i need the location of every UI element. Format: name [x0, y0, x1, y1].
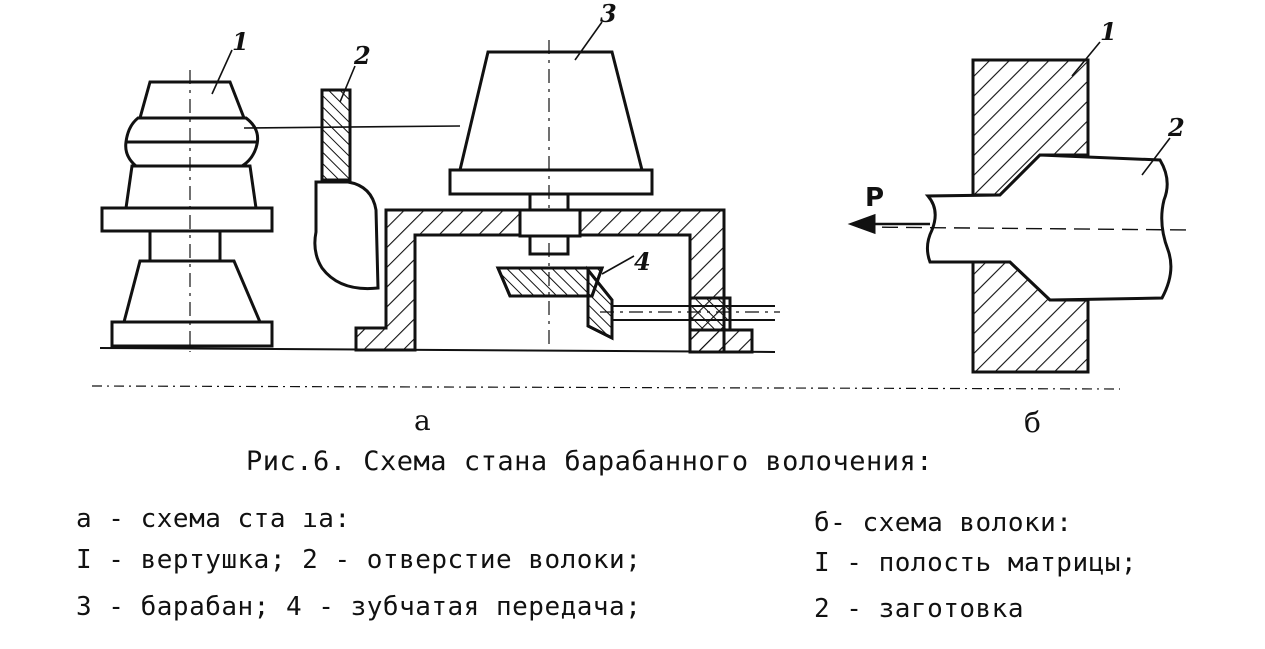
- force-arrow: [847, 213, 930, 235]
- legend-left-line-1: а - схема ста ıа:: [76, 504, 351, 534]
- legend-left-line-3: 3 - барабан; 4 - зубчатая передача;: [76, 592, 642, 622]
- callout-3-a: 3: [600, 0, 617, 28]
- drum-part: [448, 40, 654, 350]
- gear-train: [495, 265, 780, 341]
- die-holder-part: [313, 88, 380, 291]
- callout-4-a: 4: [634, 247, 651, 276]
- callout-2-b: 2: [1167, 113, 1185, 142]
- workpiece: [857, 153, 1191, 302]
- sub-label-b: б: [1024, 406, 1041, 439]
- legend-left-line-2: I - вертушка; 2 - отверстие волоки;: [76, 545, 642, 575]
- legend-right-line-1: б- схема волоки:: [814, 508, 1073, 538]
- figure-caption: Рис.6. Схема стана барабанного волочения…: [246, 446, 933, 477]
- callout-2-a: 2: [353, 41, 371, 70]
- spinner-part: [100, 70, 274, 352]
- legend-right-line-3: 2 - заготовка: [814, 594, 1024, 624]
- frame-housing: [354, 208, 754, 354]
- callout-1-a: 1: [232, 27, 249, 56]
- sub-label-a: а: [414, 404, 431, 437]
- legend-right-line-2: I - полость матрицы;: [814, 548, 1138, 578]
- force-label: P: [865, 183, 884, 213]
- callout-1-b: 1: [1100, 17, 1117, 46]
